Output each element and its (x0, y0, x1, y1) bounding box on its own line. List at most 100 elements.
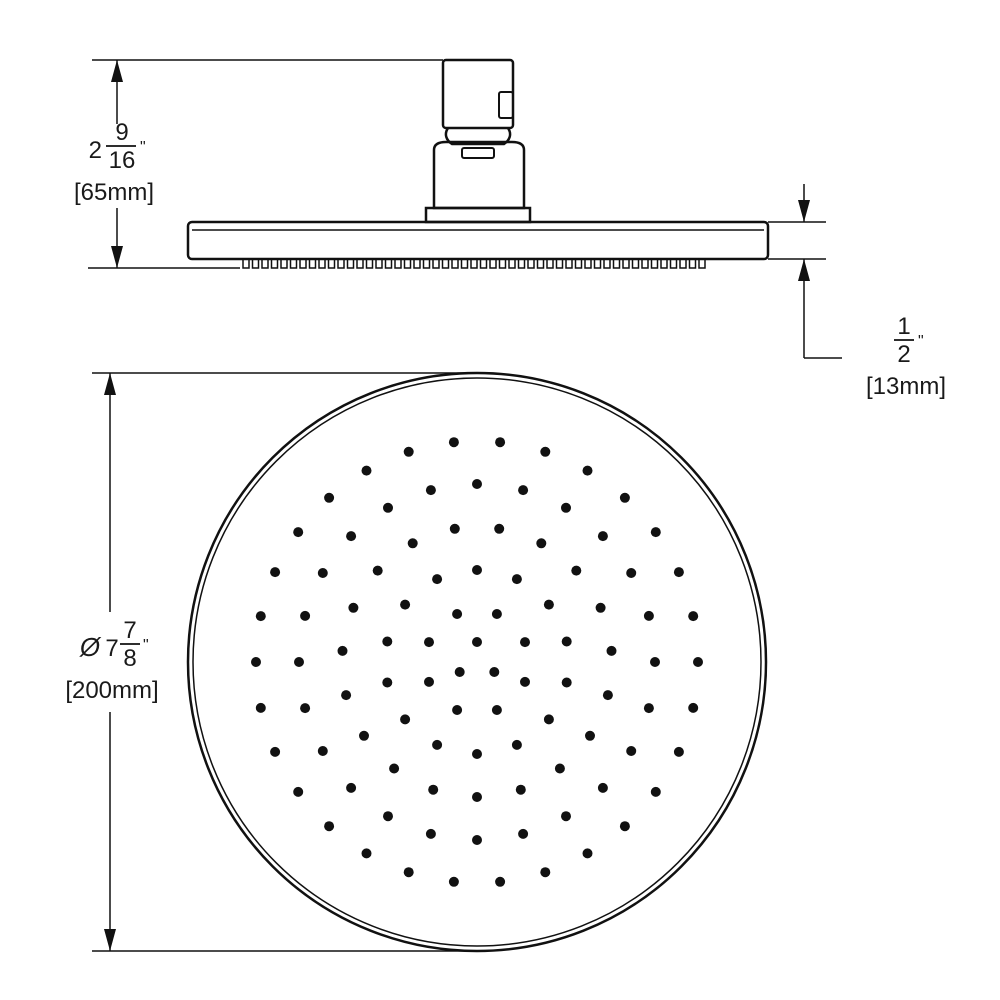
nozzle-dot (511, 574, 522, 585)
nozzle-dot (400, 599, 411, 610)
nozzle-dot (359, 730, 369, 741)
nozzle-dot (424, 676, 434, 687)
nozzle-dot (495, 437, 506, 448)
nozzle-dot (554, 763, 565, 774)
side-nozzle (460, 258, 469, 269)
nozzle-dot (400, 714, 411, 725)
side-nozzle (365, 258, 374, 269)
side-nozzle (403, 258, 412, 269)
side-nozzle (337, 258, 345, 269)
nozzle-dot (543, 714, 554, 725)
height-arrow-up (111, 60, 123, 82)
side-nozzle (622, 258, 630, 269)
head-outer-circle (186, 371, 768, 953)
nozzle-dot (382, 677, 393, 688)
side-nozzle (631, 258, 640, 269)
nozzle-dot (693, 657, 703, 667)
nozzle-dot (650, 657, 660, 667)
nozzle-dot (540, 446, 551, 457)
nozzle-dot (543, 599, 554, 610)
diameter-arrow-up (104, 373, 116, 395)
nozzle-dot (673, 567, 684, 578)
nozzle-dot (383, 502, 393, 513)
nozzle-dot (520, 676, 530, 687)
swivel-lever (498, 91, 514, 119)
side-nozzle (612, 258, 621, 269)
height-denominator: 16 (109, 147, 136, 174)
nozzle-dot (361, 848, 372, 859)
side-nozzle (546, 258, 554, 269)
side-nozzle (479, 258, 488, 269)
nozzle-dot (317, 568, 328, 578)
nozzle-dot (449, 523, 460, 534)
nozzle-dot (472, 565, 482, 575)
side-nozzle (650, 258, 659, 269)
side-nozzle (242, 258, 250, 269)
nozzle-dot (403, 867, 414, 878)
nozzle-dot (448, 876, 459, 887)
nozzle-dot (424, 637, 434, 648)
thickness-inch-mark: " (918, 333, 924, 350)
nozzle-dot (643, 610, 654, 621)
nozzle-dot (688, 702, 699, 713)
nozzle-dot (255, 702, 266, 713)
side-nozzle (270, 258, 279, 269)
side-nozzle (688, 258, 697, 269)
nozzle-dot (300, 610, 311, 621)
height-metric: [65mm] (74, 179, 154, 206)
nozzle-dot (294, 657, 304, 667)
nozzle-dot (491, 705, 502, 715)
nozzle-dot (571, 565, 582, 576)
side-nozzle (384, 258, 393, 269)
base-flange (424, 206, 532, 224)
nozzle-dot (293, 786, 304, 797)
thickness-numerator: 1 (897, 313, 910, 340)
side-nozzle (251, 258, 260, 269)
swivel-collar (432, 140, 526, 210)
side-nozzle (489, 258, 497, 269)
thickness-metric: [13mm] (866, 373, 946, 400)
side-nozzle (527, 258, 535, 269)
side-nozzle (261, 258, 269, 269)
nozzle-dot (518, 828, 529, 839)
side-nozzle (346, 258, 355, 269)
side-nozzle (318, 258, 326, 269)
nozzle-dot (472, 479, 482, 489)
nozzle-dot (337, 645, 348, 656)
nozzle-dot (372, 565, 383, 576)
diameter-symbol: Ø (79, 632, 102, 662)
nozzle-dot (300, 703, 311, 714)
nozzle-dot (425, 828, 436, 839)
nozzle-dot (348, 602, 359, 613)
height-dimension: 2 9 16 " [65mm] (74, 59, 443, 269)
side-nozzle (555, 258, 564, 269)
side-nozzle (508, 258, 516, 269)
nozzle-dot (389, 763, 400, 774)
height-arrow-down (111, 246, 123, 268)
side-nozzle (432, 258, 440, 269)
side-nozzle (669, 258, 678, 269)
side-nozzle (593, 258, 602, 269)
side-nozzle (327, 258, 336, 269)
thickness-arrow-down (798, 200, 810, 222)
side-nozzle (603, 258, 611, 269)
nozzle-dot (270, 746, 281, 757)
nozzle-dot (650, 527, 661, 538)
nozzle-dot (585, 730, 595, 741)
nozzle-dot (597, 531, 608, 542)
height-whole: 2 (89, 137, 102, 164)
nozzle-dot (619, 821, 630, 832)
nozzle-dot (582, 848, 593, 859)
nozzle-dot (688, 611, 699, 622)
nozzle-dot (472, 637, 482, 647)
nozzle-dot (403, 446, 414, 457)
side-nozzle (375, 258, 383, 269)
diameter-denominator: 8 (123, 645, 136, 672)
front-view (186, 371, 768, 953)
nozzle-dot (382, 636, 393, 647)
nozzle-dot (448, 437, 459, 448)
nozzle-dot (536, 538, 547, 549)
nozzle-dot (494, 523, 505, 534)
head-inner-circle (192, 377, 762, 947)
nozzle-dot (626, 746, 637, 756)
